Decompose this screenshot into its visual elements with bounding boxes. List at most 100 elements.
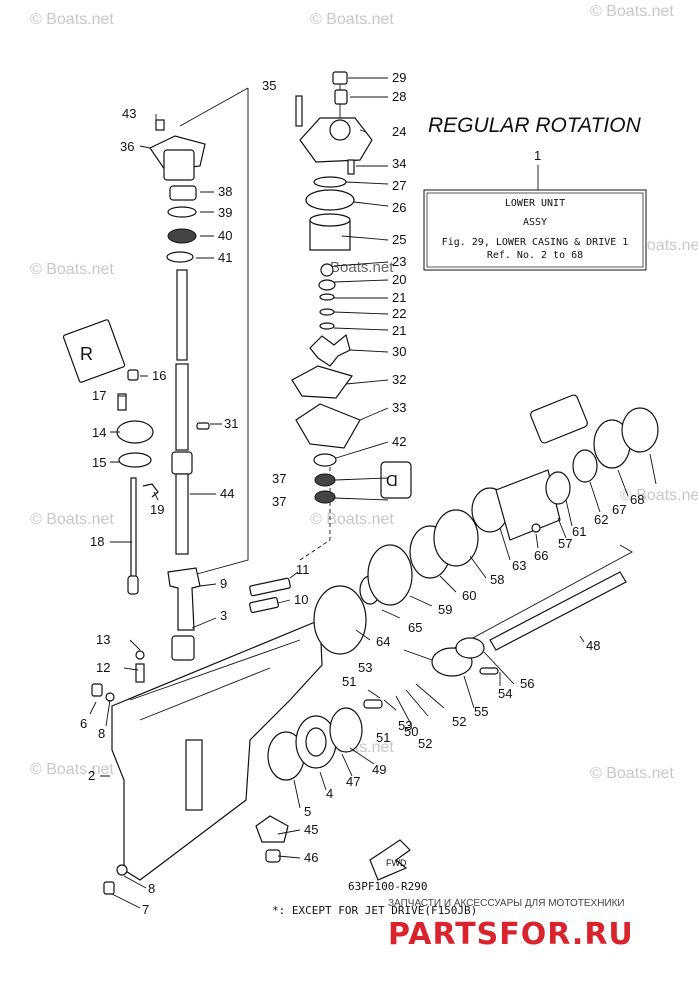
- label-24: 24: [392, 124, 406, 139]
- ref-line-1: LOWER UNIT: [505, 198, 565, 209]
- pin-34: [347, 159, 355, 175]
- label-58: 58: [490, 572, 504, 587]
- part-61: [545, 471, 571, 505]
- bolt-7: [103, 881, 115, 895]
- label-18: 18: [90, 534, 104, 549]
- label-17: 17: [92, 388, 106, 403]
- part-21a: [319, 293, 335, 301]
- label-19: 19: [150, 502, 164, 517]
- label-48: 48: [586, 638, 600, 653]
- part-66: [531, 523, 541, 533]
- label-14: 14: [92, 425, 106, 440]
- label-9: 9: [220, 576, 227, 591]
- shaft-middle: [175, 363, 189, 451]
- fwd-arrow: [369, 839, 411, 881]
- casing-slot: [185, 739, 203, 811]
- seal-40: [167, 228, 197, 244]
- label-38: 38: [218, 184, 232, 199]
- washer-8b: [116, 864, 128, 876]
- label-37b: 37: [272, 494, 286, 509]
- seal-37a: [314, 473, 336, 487]
- watermark-9: © Boats.net: [30, 761, 114, 778]
- label-32: 32: [392, 372, 406, 387]
- insert-26: [305, 189, 355, 211]
- watermark-6: © Boats.net: [30, 511, 114, 528]
- fwd-label: FWD: [386, 858, 407, 868]
- label-43: 43: [122, 106, 136, 121]
- label-52b: 52: [452, 714, 466, 729]
- drawing-code: 63PF100-R290: [348, 880, 427, 893]
- label-53b: 53: [398, 718, 412, 733]
- impeller-30: [309, 333, 351, 367]
- part-10: [249, 596, 279, 614]
- shim-39: [167, 206, 197, 218]
- label-35: 35: [262, 78, 276, 93]
- part-22: [319, 308, 335, 316]
- key-31: [196, 422, 210, 430]
- nut-46: [265, 849, 281, 863]
- casing-2: [111, 619, 323, 881]
- shim-58: [433, 509, 479, 567]
- label-16: 16: [152, 368, 166, 383]
- label-64: 64: [376, 634, 390, 649]
- reference-box: 1 LOWER UNIT ASSY Fig. 29, LOWER CASING …: [423, 148, 647, 271]
- detail-r: [62, 319, 126, 383]
- label-8b: 8: [148, 881, 155, 896]
- label-37a: 37: [272, 471, 286, 486]
- ref-line-4: Ref. No. 2 to 68: [487, 250, 583, 261]
- label-65: 65: [408, 620, 422, 635]
- bolt-17: [117, 393, 127, 411]
- label-31: 31: [224, 416, 238, 431]
- label-67: 68: [630, 492, 644, 507]
- part-62: [572, 449, 598, 483]
- label-22: 22: [392, 306, 406, 321]
- label-23: 23: [392, 254, 406, 269]
- label-52a: 52: [418, 736, 432, 751]
- label-10: 10: [294, 592, 308, 607]
- housing-9: [167, 567, 201, 631]
- seal-68: [621, 407, 659, 453]
- part-21b: [319, 322, 335, 330]
- part-23: [320, 263, 334, 277]
- branding: ЗАПЧАСТИ И АКСЕССУАРЫ ДЛЯ МОТОТЕХНИКИ PA…: [388, 898, 633, 952]
- part-42: [313, 453, 337, 467]
- watermark-2: © Boats.net: [310, 11, 394, 28]
- watermark-8: © Boats.net: [620, 487, 698, 504]
- bearing-3: [171, 635, 195, 661]
- watermark-1: © Boats.net: [30, 11, 114, 28]
- label-44: 44: [220, 486, 234, 501]
- label-4: 4: [326, 786, 333, 801]
- label-46: 46: [304, 850, 318, 865]
- label-15: 15: [92, 455, 106, 470]
- label-28: 28: [392, 89, 406, 104]
- shaft-collar: [171, 451, 193, 475]
- label-13: 13: [96, 632, 110, 647]
- bearing-38: [169, 185, 197, 201]
- label-45: 45: [304, 822, 318, 837]
- pump-housing-24: [299, 117, 373, 163]
- label-49: 49: [372, 762, 386, 777]
- label-5: 5: [304, 804, 311, 819]
- label-40: 40: [218, 228, 232, 243]
- label-53a: 53: [358, 660, 372, 675]
- label-36: 36: [120, 139, 134, 154]
- label-66: 66: [534, 548, 548, 563]
- label-56: 56: [520, 676, 534, 691]
- part-13: [135, 650, 145, 660]
- watermark-inline: Boats.net: [330, 259, 394, 276]
- washer-8a: [105, 692, 115, 702]
- label-30: 30: [392, 344, 406, 359]
- spring-56: [455, 637, 485, 659]
- label-57: 57: [558, 536, 572, 551]
- part-28: [334, 89, 348, 105]
- gear-59: [367, 544, 413, 606]
- detail-gc: [530, 394, 588, 444]
- label-20: 20: [392, 272, 406, 287]
- leader-lines: [89, 77, 657, 909]
- label-8a: 8: [98, 726, 105, 741]
- label-27: 27: [392, 178, 406, 193]
- part-labels: 29 28 24 34 27 26 25 23 20 21 22 21 30 3…: [80, 70, 644, 917]
- label-63: 63: [512, 558, 526, 573]
- label-34: 34: [392, 156, 406, 171]
- shaft-44: [175, 473, 189, 555]
